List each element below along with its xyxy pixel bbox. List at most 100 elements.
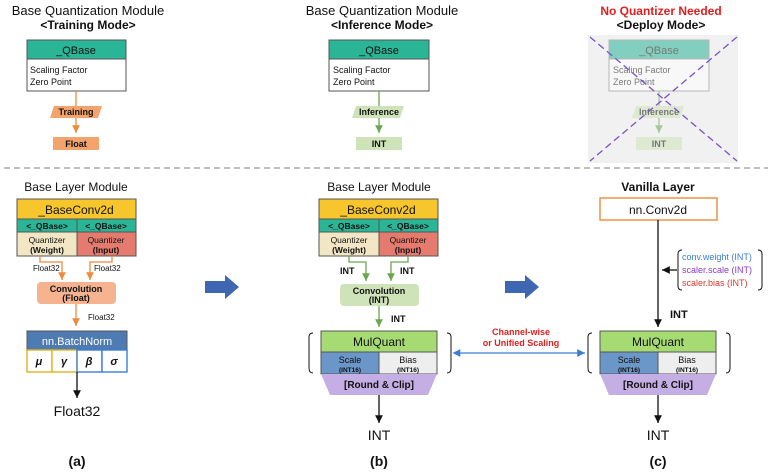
b-bracket-right [446,332,452,374]
b-qtag-left-label: <_QBase> [328,221,370,231]
section-c-deploy-module: No Quantizer Needed <Deploy Mode> _QBase… [588,4,738,163]
section-b-quant-module: Base Quantization Module <Inference Mode… [306,3,458,150]
link-label-2: or Unified Scaling [483,338,560,348]
a-arrow-weight [39,256,66,280]
a-top-title: Base Quantization Module [12,3,164,18]
a-training-shape [50,106,102,118]
c-int-box [636,137,682,150]
b-qtag-right-label: <_QBase> [387,221,429,231]
a-output: Float32 [54,403,101,419]
a-bn-param-sigma [101,349,128,373]
a-q-right-name: Quantizer [88,235,125,245]
c-param-weight: conv.weight (INT) [682,252,752,262]
c-inference-label: Inference [639,107,679,117]
c-inference-shape [632,106,684,118]
a-q-left-name: Quantizer [29,235,66,245]
a-conv-label: Convolution [50,284,103,294]
a-convolution-box [37,282,116,304]
a-float32-mid: Float32 [88,313,115,322]
b-arrow-weight [348,256,370,281]
a-caption: (a) [68,453,85,469]
c-params-bracket-right [757,249,763,291]
link-label-1: Channel-wise [492,327,550,337]
b-inference-label: Inference [359,107,399,117]
c-int-mid: INT [670,309,688,321]
c-int-label: INT [652,139,667,149]
c-top-mode: <Deploy Mode> [617,18,706,32]
a-training-label: Training [58,107,93,117]
a-float32-left: Float32 [33,264,60,273]
b-conv-label: Convolution [353,286,406,296]
b-inference-shape [352,106,404,118]
a-q-left-kind: (Weight) [30,245,64,255]
b-round-clip: [Round & Clip] [344,380,414,391]
b-q-right-kind: (Input) [395,245,422,255]
c-qbase-header [608,39,710,60]
c-bracket-left [587,332,593,374]
c-param-scale: scaler.scale (INT) [682,265,752,275]
arrow-a-to-b [205,275,239,299]
b-int-left: INT [340,266,355,276]
a-bn-beta: β [85,356,93,368]
c-scale-label: Scale [618,355,641,365]
a-q-right-kind: (Input) [93,245,120,255]
b-int-box [356,137,402,150]
b-top-mode: <Inference Mode> [331,18,433,32]
a-arrow-input [86,256,113,280]
b-bracket-left [308,332,314,374]
b-q-right-name: Quantizer [390,235,427,245]
a-qbase-header [26,39,127,60]
c-conv-label: nn.Conv2d [629,203,687,217]
b-q-left-kind: (Weight) [332,245,366,255]
c-scale-kind: (INT16) [618,367,640,374]
c-qbase-title: _QBase [638,45,679,57]
b-q-left-name: Quantizer [331,235,368,245]
b-top-title: Base Quantization Module [306,3,458,18]
b-qbase-line1: Scaling Factor [333,65,391,75]
a-qtag-right-label: <_QBase> [85,221,127,231]
c-qbase-line1: Scaling Factor [613,65,671,75]
b-layer-title: Base Layer Module [327,180,431,194]
b-conv-title: _BaseConv2d [339,203,415,217]
c-top-title: No Quantizer Needed [600,4,721,18]
b-scale-kind: (INT16) [339,367,361,374]
section-b-layer-module: Base Layer Module _BaseConv2d <_QBase> <… [308,180,452,469]
a-qbase-title: _QBase [55,45,96,57]
b-int-label: INT [372,139,387,149]
a-bn-title: nn.BatchNorm [42,336,112,348]
b-convolution-box [340,284,419,306]
c-caption: (c) [649,453,666,469]
b-conv-kind: (INT) [369,295,390,305]
a-quantizer-weight [16,231,78,257]
a-float32-right: Float32 [94,264,121,273]
a-float-label: Float [65,139,87,149]
a-qtag-left-label: <_QBase> [26,221,68,231]
b-mulquant-label: MulQuant [353,335,406,349]
a-bn-mu: μ [35,356,43,368]
a-float-box [53,137,99,150]
b-qbase-line2: Zero Point [333,77,375,87]
section-c-vanilla-layer: Vanilla Layer nn.Conv2d conv.weight (INT… [587,180,763,469]
b-qbase-title: _QBase [358,45,399,57]
c-output: INT [647,427,670,443]
b-scale-label: Scale [339,355,362,365]
a-conv-title: _BaseConv2d [37,203,113,217]
c-bracket-right [725,332,731,374]
a-top-mode: <Training Mode> [40,18,135,32]
c-round-clip-shape [600,374,716,395]
b-qbase-header [328,39,430,60]
a-bn-sigma: σ [110,356,118,368]
a-quantizer-input [76,231,137,257]
arrow-b-to-c [505,275,539,299]
c-params-bracket-left [677,249,683,291]
section-a-layer-module: Base Layer Module _BaseConv2d <_QBase> <… [16,180,137,469]
a-qbase-line1: Scaling Factor [30,65,88,75]
c-mulquant-label: MulQuant [632,335,685,349]
b-bias-label: Bias [399,355,417,365]
c-cross-line-1 [589,36,738,162]
c-param-bias: scaler.bias (INT) [682,278,748,288]
b-int-mid: INT [391,314,406,324]
section-a-quant-module: Base Quantization Module <Training Mode>… [12,3,164,150]
